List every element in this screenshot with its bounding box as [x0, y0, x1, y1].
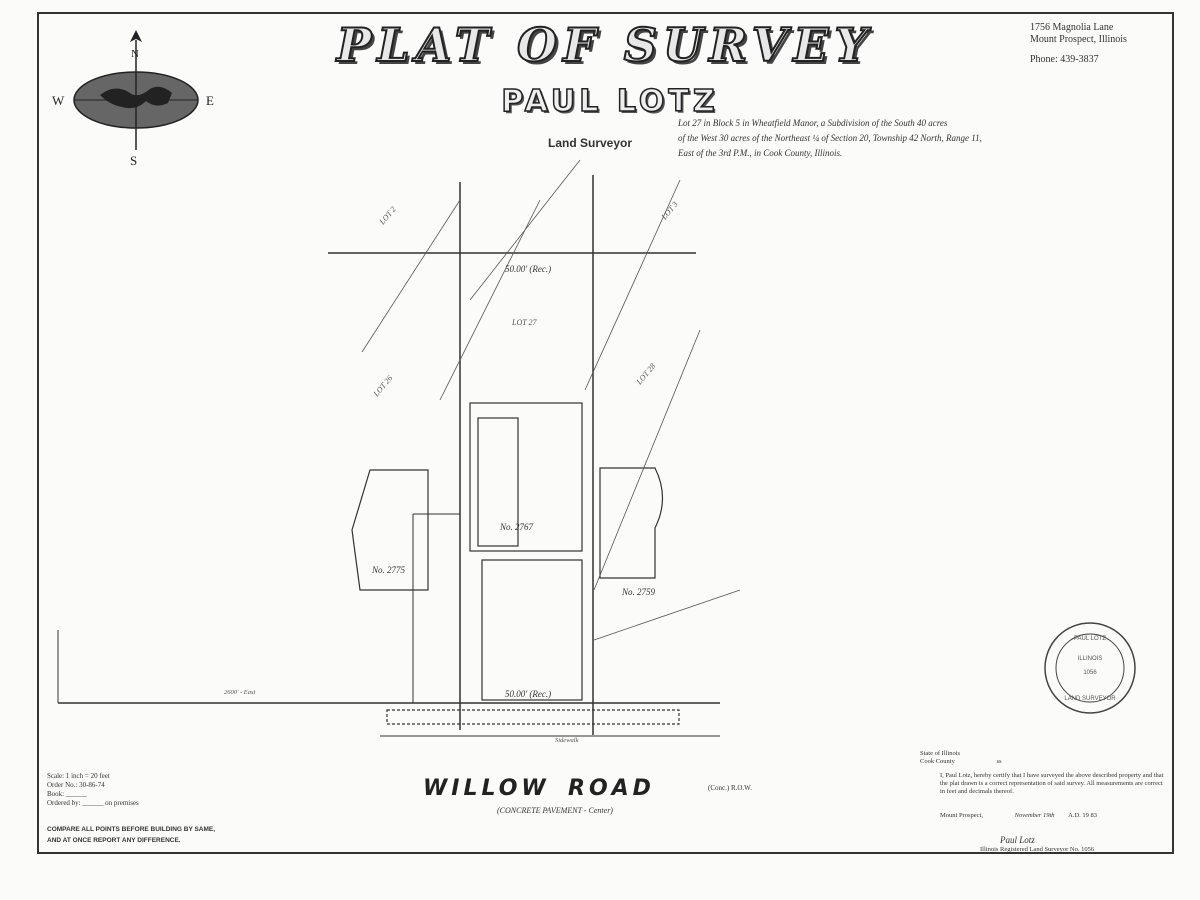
road-pavement: (CONCRETE PAVEMENT - Center) [497, 806, 613, 815]
surveyor-address: 1756 Magnolia Lane Mount Prospect, Illin… [1030, 22, 1127, 66]
cert-county: Cook County [920, 758, 955, 765]
lot-27-label: LOT 27 [511, 318, 538, 327]
document-title: PLAT OF SURVEY [336, 17, 874, 73]
address-line-1: 1756 Magnolia Lane [1030, 22, 1114, 33]
cert-footer: Paul Lotz Illinois Registered Land Surve… [980, 836, 1094, 854]
compass-north: N [131, 48, 139, 60]
order-number: Order No.: 30-86-74 [47, 781, 105, 789]
cert-ss: ss [996, 758, 1002, 765]
road-name-part2: ROAD [568, 776, 655, 801]
cert-signature: Paul Lotz [1000, 835, 1035, 845]
lot-28-label: LOT 28 [634, 362, 657, 387]
legal-line-2: of the West 30 acres of the Northeast ¼ … [678, 133, 982, 143]
house-2767 [469, 402, 583, 552]
surveyor-seal-icon: PAUL LOTZ ILLINOIS 1056 LAND SURVEYOR [1044, 622, 1136, 714]
surveyor-name: PAUL LOTZ [501, 83, 719, 120]
rear-dimension: 50.00' (Rec.) [505, 264, 551, 274]
lot-26-label: LOT 26 [371, 374, 394, 399]
compare-notice: COMPARE ALL POINTS BEFORE BUILDING BY SA… [47, 824, 215, 846]
surveyor-subtitle: Land Surveyor [548, 136, 633, 150]
cert-dated-year: A.D. 19 83 [1068, 812, 1098, 819]
compass-east: E [206, 93, 214, 108]
book-line: Book: ______ [47, 790, 87, 798]
lot-lines [57, 175, 720, 737]
legal-line-3: East of the 3rd P.M., in Cook County, Il… [678, 148, 843, 158]
house-2775 [351, 469, 429, 591]
compass-globe-icon [73, 30, 199, 150]
cert-statement: I, Paul Lotz, hereby certify that I have… [940, 772, 1164, 795]
road-name-part1: WILLOW [423, 776, 550, 801]
house-outlines [351, 402, 680, 725]
neighbor-left-number: No. 2775 [371, 565, 406, 575]
cert-state: State of Illinois Cook County ss [920, 750, 1002, 766]
cert-state-name: State of Illinois [920, 750, 961, 757]
seal-line-2: ILLINOIS [1078, 656, 1103, 662]
sidewalk-label: Sidewalk [555, 737, 579, 744]
house-2759 [599, 467, 664, 579]
lot-2-label: LOT 2 [377, 205, 398, 227]
legal-description: Lot 27 in Block 5 in Wheatfield Manor, a… [678, 116, 1098, 161]
lot-3-label: LOT 3 [659, 200, 680, 222]
legal-line-1: Lot 27 in Block 5 in Wheatfield Manor, a… [678, 118, 948, 128]
cert-dated: Mount Prospect, November 19th A.D. 19 83 [940, 812, 1097, 820]
phone-number: Phone: 439-3837 [1030, 54, 1099, 65]
info-block: Scale: 1 inch = 20 feet Order No.: 30-86… [47, 772, 139, 808]
compass-west: W [52, 93, 65, 108]
seal-line-3: 1056 [1083, 670, 1097, 676]
compass-south: S [130, 153, 138, 168]
side-distance: 2600' - East [224, 689, 256, 696]
front-dimension: 50.00' (Rec.) [505, 689, 551, 699]
scale-line: Scale: 1 inch = 20 feet [47, 772, 110, 780]
annotation-leaders [361, 159, 741, 641]
garage [481, 559, 583, 701]
road-row: (Conc.) R.O.W. [708, 784, 752, 792]
cert-registration: Illinois Registered Land Surveyor No. 10… [980, 846, 1095, 853]
seal-line-1: PAUL LOTZ [1074, 636, 1106, 642]
notice-line-2: AND AT ONCE REPORT ANY DIFFERENCE. [47, 837, 181, 844]
cert-dated-date: November 19th [1014, 812, 1055, 819]
cert-dated-place: Mount Prospect, [940, 812, 983, 819]
seal-line-4: LAND SURVEYOR [1064, 696, 1116, 702]
sidewalk-strip [386, 709, 680, 725]
notice-line-1: COMPARE ALL POINTS BEFORE BUILDING BY SA… [47, 826, 216, 833]
address-line-2: Mount Prospect, Illinois [1030, 34, 1127, 45]
house-number: No. 2767 [499, 522, 534, 532]
neighbor-right-number: No. 2759 [621, 587, 656, 597]
ordered-by: Ordered by: ______ on premises [47, 799, 139, 807]
sheet-border [37, 12, 1174, 854]
